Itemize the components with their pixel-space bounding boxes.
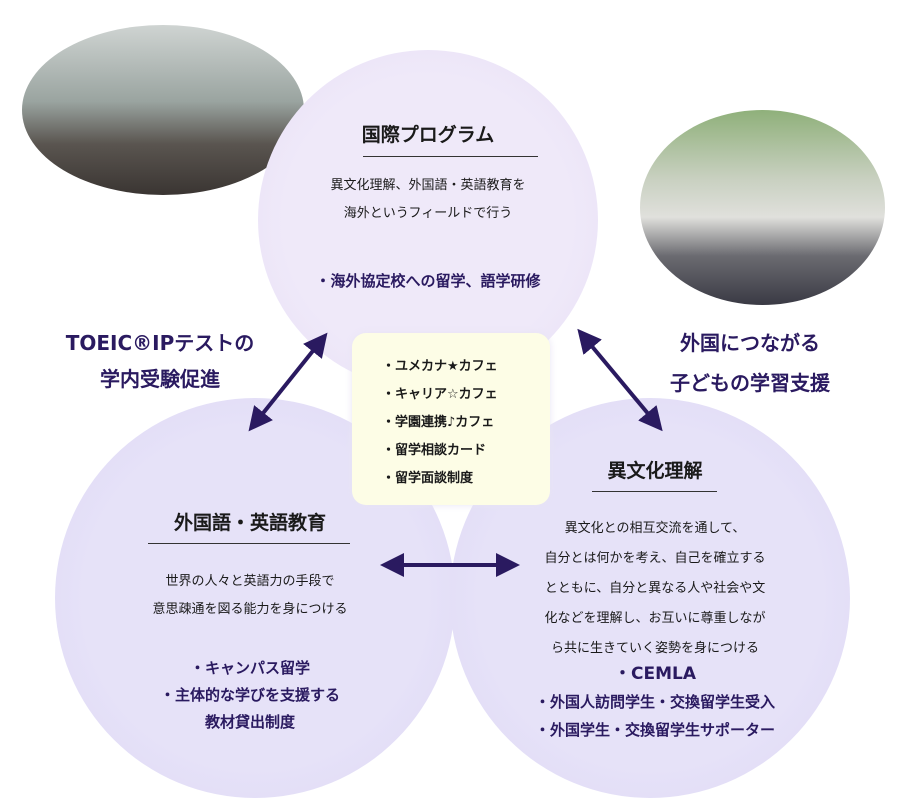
right-title: 異文化理解 bbox=[607, 460, 703, 482]
desc-line: とともに、自分と異なる人や社会や文 bbox=[544, 581, 766, 596]
bullet: ・主体的な学びを支援する bbox=[159, 686, 340, 704]
toeic-label: TOEIC®IPテストの 学内受験促進 bbox=[40, 325, 280, 397]
right-description: 異文化との相互交流を通して、 自分とは何かを考え、自己を確立する とともに、自分… bbox=[500, 514, 810, 664]
bullet: ・キャンパス留学 bbox=[189, 659, 310, 677]
double-arrow-top-left bbox=[248, 332, 328, 432]
desc-line: 異文化との相互交流を通して、 bbox=[564, 521, 746, 536]
classroom-photo bbox=[640, 110, 885, 305]
list-item: ・ユメカナ★カフェ bbox=[382, 359, 498, 374]
label-line: 外国につながる bbox=[680, 331, 820, 355]
desc-line: 世界の人々と英語力の手段で bbox=[165, 574, 335, 589]
label-line: TOEIC®IPテストの bbox=[65, 331, 255, 355]
bullet: ・外国学生・交換留学生サポーター bbox=[534, 721, 775, 739]
left-description: 世界の人々と英語力の手段で 意思疎通を図る能力を身につける bbox=[100, 568, 400, 624]
top-description: 異文化理解、外国語・英語教育を 海外というフィールドで行う bbox=[258, 172, 598, 228]
label-line: 学内受験促進 bbox=[100, 367, 220, 391]
right-divider bbox=[592, 491, 717, 492]
top-title: 国際プログラム bbox=[361, 124, 495, 146]
desc-line: ら共に生きていく姿勢を身につける bbox=[550, 641, 759, 656]
bullet: 教材貸出制度 bbox=[204, 713, 295, 731]
top-divider bbox=[363, 156, 538, 157]
label-line: 子どもの学習支援 bbox=[670, 371, 830, 395]
list-item: ・キャリア☆カフェ bbox=[382, 387, 498, 402]
left-divider bbox=[148, 543, 350, 544]
child-support-label: 外国につながる 子どもの学習支援 bbox=[630, 323, 870, 403]
desc-line: 化などを理解し、お互いに尊重しなが bbox=[544, 611, 766, 626]
desc-line: 異文化理解、外国語・英語教育を bbox=[330, 178, 526, 193]
list-item: ・学園連携♪カフェ bbox=[382, 415, 495, 430]
bullet: ・外国人訪問学生・交換留学生受入 bbox=[534, 693, 775, 711]
left-title: 外国語・英語教育 bbox=[173, 512, 326, 534]
double-arrow-top-right bbox=[577, 328, 663, 432]
desc-line: 意思疎通を図る能力を身につける bbox=[152, 602, 348, 617]
right-bullets: ・CEMLA ・外国人訪問学生・交換留学生受入 ・外国学生・交換留学生サポーター bbox=[490, 660, 820, 744]
desc-line: 海外というフィールドで行う bbox=[343, 206, 513, 221]
list-item: ・留学相談カード bbox=[382, 443, 487, 458]
bullet: ・CEMLA bbox=[614, 664, 696, 684]
list-item: ・留学面談制度 bbox=[382, 471, 474, 486]
desc-line: 自分とは何かを考え、自己を確立する bbox=[544, 551, 766, 566]
seminar-photo bbox=[22, 25, 304, 195]
center-activities-box: ・ユメカナ★カフェ ・キャリア☆カフェ ・学園連携♪カフェ ・留学相談カード ・… bbox=[352, 333, 550, 505]
top-bullet: ・海外協定校への留学、語学研修 bbox=[315, 272, 541, 290]
left-bullets: ・キャンパス留学 ・主体的な学びを支援する 教材貸出制度 bbox=[100, 655, 400, 736]
